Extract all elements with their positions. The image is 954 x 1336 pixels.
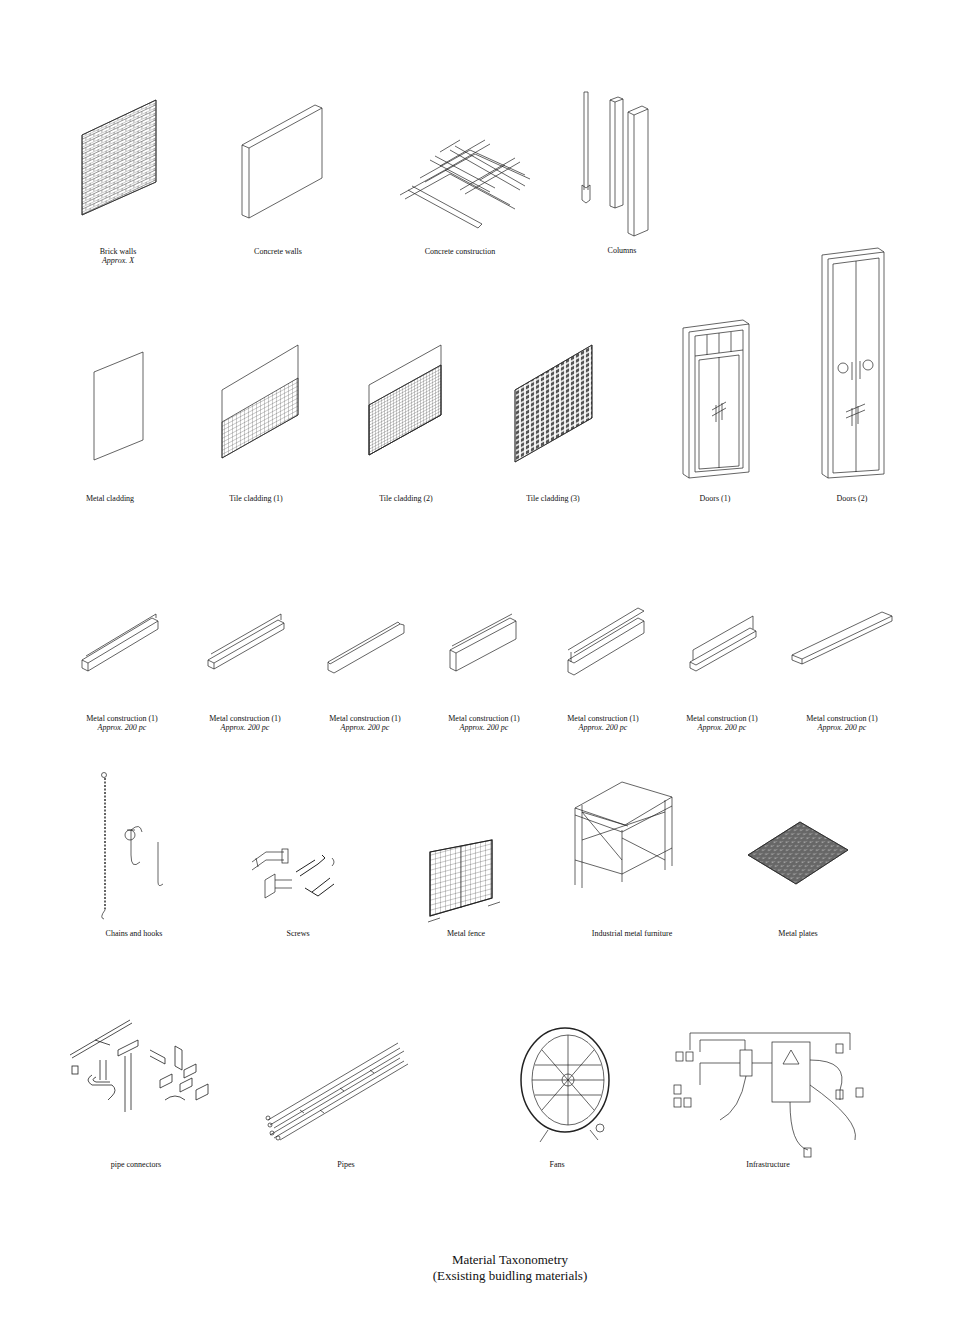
- material-label: Metal construction (1): [290, 714, 440, 724]
- material-label: Metal plates: [723, 929, 873, 939]
- material-label: pipe connectors: [61, 1160, 211, 1170]
- material-label: Industrial metal furniture: [557, 929, 707, 939]
- material-label: Infrastructure: [693, 1160, 843, 1170]
- material-label: Tile cladding (1): [181, 494, 331, 504]
- material-label: Metal construction (1): [47, 714, 197, 724]
- sheet-caption: (Exsisting buidling materials): [360, 1268, 660, 1284]
- material-label: Chains and hooks: [59, 929, 209, 939]
- material-label: Metal fence: [391, 929, 541, 939]
- sheet-title: Material Taxonometry: [360, 1252, 660, 1268]
- quantity-note: Approx. 200 pc: [290, 723, 440, 733]
- material-label: Pipes: [271, 1160, 421, 1170]
- material-label: Metal construction (1): [170, 714, 320, 724]
- material-label: Fans: [482, 1160, 632, 1170]
- material-label: Tile cladding (2): [331, 494, 481, 504]
- material-label: Brick walls: [43, 247, 193, 257]
- material-label: Concrete walls: [203, 247, 353, 257]
- material-label: Columns: [547, 246, 697, 256]
- quantity-note: Approx. 200 pc: [767, 723, 917, 733]
- material-label: Metal construction (1): [409, 714, 559, 724]
- quantity-note: Approx. X: [43, 256, 193, 266]
- quantity-note: Approx. 200 pc: [170, 723, 320, 733]
- material-label: Metal construction (1): [647, 714, 797, 724]
- quantity-note: Approx. 200 pc: [47, 723, 197, 733]
- material-label: Screws: [223, 929, 373, 939]
- quantity-note: Approx. 200 pc: [647, 723, 797, 733]
- material-label: Metal construction (1): [528, 714, 678, 724]
- quantity-note: Approx. 200 pc: [409, 723, 559, 733]
- quantity-note: Approx. 200 pc: [528, 723, 678, 733]
- material-label: Tile cladding (3): [478, 494, 628, 504]
- material-label: Metal cladding: [35, 494, 185, 504]
- material-label: Doors (1): [640, 494, 790, 504]
- material-label: Concrete construction: [385, 247, 535, 257]
- material-label: Metal construction (1): [767, 714, 917, 724]
- material-label: Doors (2): [777, 494, 927, 504]
